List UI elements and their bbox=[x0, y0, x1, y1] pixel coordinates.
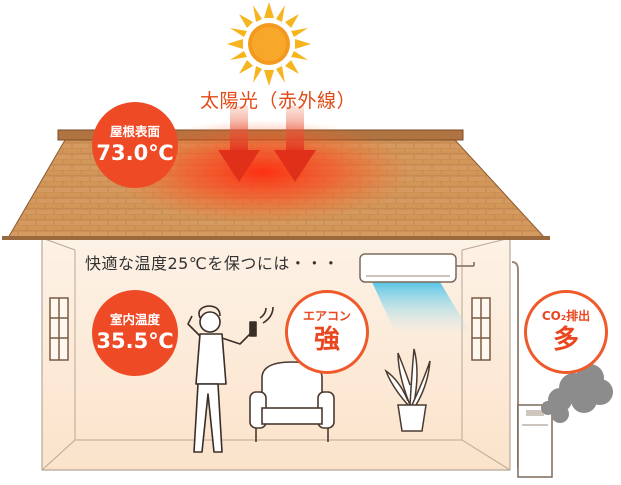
co2-value: 多 bbox=[552, 324, 579, 355]
sun-icon bbox=[227, 2, 311, 86]
heat-arrow-left bbox=[218, 106, 260, 182]
roof bbox=[2, 120, 550, 240]
right-window bbox=[471, 297, 491, 361]
aircon-title: エアコン bbox=[302, 308, 351, 323]
heat-arrow-right bbox=[274, 106, 316, 182]
exhaust-smoke bbox=[541, 364, 613, 423]
outdoor-unit bbox=[511, 261, 553, 478]
plant-icon bbox=[384, 348, 431, 432]
sunlight-label: 太陽光（赤外線） bbox=[200, 90, 357, 112]
roof-temperature-title: 屋根表面 bbox=[109, 124, 160, 139]
room-temperature-badge: 室内温度 35.5℃ bbox=[92, 290, 178, 376]
room-temperature-title: 室内温度 bbox=[109, 312, 160, 327]
left-window bbox=[49, 297, 69, 361]
armchair-icon bbox=[249, 361, 335, 442]
co2-title: CO₂排出 bbox=[541, 308, 591, 323]
roof-temperature-value: 73.0℃ bbox=[96, 141, 174, 165]
aircon-value: 強 bbox=[313, 324, 340, 355]
co2-badge: CO₂排出 多 bbox=[524, 290, 608, 374]
aircon-badge: エアコン 強 bbox=[285, 290, 369, 374]
person-icon bbox=[187, 305, 274, 453]
roof-temperature-badge: 屋根表面 73.0℃ bbox=[92, 102, 178, 188]
air-conditioner bbox=[359, 253, 475, 332]
room-temperature-value: 35.5℃ bbox=[96, 329, 174, 353]
comfort-caption: 快適な温度25℃を保つには・・・ bbox=[85, 254, 340, 273]
